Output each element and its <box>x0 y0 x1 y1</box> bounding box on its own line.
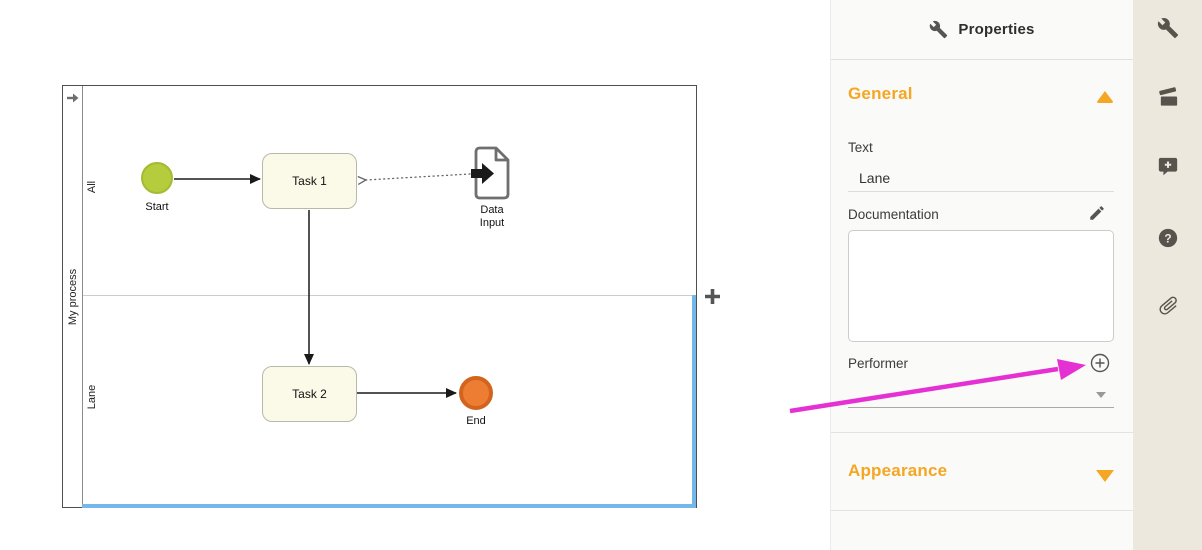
pool-label: My process <box>67 268 79 326</box>
edit-documentation-icon[interactable] <box>1088 204 1106 222</box>
lane-divider <box>83 295 696 296</box>
comments-tool-button[interactable] <box>1156 155 1180 179</box>
help-icon: ? <box>1158 228 1178 248</box>
lane-all-label: All <box>86 180 98 194</box>
section-appearance-header[interactable]: Appearance <box>848 461 948 480</box>
panel-title: Properties <box>958 21 1035 38</box>
add-lane-button[interactable] <box>703 287 722 306</box>
milestones-tool-button[interactable] <box>1156 85 1180 109</box>
attachments-tool-button[interactable] <box>1156 293 1180 317</box>
end-event[interactable] <box>459 376 493 410</box>
add-performer-button[interactable] <box>1090 353 1110 373</box>
pool-my-process[interactable]: My process All Lane <box>62 85 697 508</box>
comment-plus-icon <box>1158 157 1178 176</box>
task-2-label: Task 2 <box>292 387 327 401</box>
text-input[interactable] <box>848 164 1114 192</box>
svg-text:?: ? <box>1164 232 1171 246</box>
performer-field-label: Performer <box>848 356 909 371</box>
end-event-label: End <box>466 415 486 427</box>
text-field-label: Text <box>848 140 873 155</box>
properties-panel: Properties General Text Documentation Pe… <box>830 0 1133 550</box>
section-divider <box>831 510 1133 511</box>
documentation-textarea[interactable] <box>848 230 1114 342</box>
chevron-down-icon <box>1096 392 1106 398</box>
selected-lane-outline <box>82 295 696 508</box>
data-input-shape[interactable] <box>471 146 513 202</box>
expand-appearance-icon[interactable] <box>1096 470 1114 482</box>
task-1-label: Task 1 <box>292 174 327 188</box>
properties-tool-button[interactable] <box>1156 16 1180 40</box>
start-event[interactable] <box>141 162 173 194</box>
pool-label-band[interactable]: My process <box>63 86 83 507</box>
data-input-label: Data Input <box>479 204 505 229</box>
help-tool-button[interactable]: ? <box>1156 226 1180 250</box>
diagram-canvas[interactable]: My process All Lane Start Tas <box>0 0 830 550</box>
section-divider <box>831 432 1133 433</box>
wrench-icon <box>930 20 948 39</box>
paperclip-icon <box>1159 296 1177 315</box>
task-2[interactable]: Task 2 <box>262 366 357 422</box>
start-event-label: Start <box>145 201 169 213</box>
collapse-general-icon[interactable] <box>1096 91 1114 103</box>
wrench-icon <box>1157 18 1179 39</box>
right-toolbar: ? <box>1133 0 1202 550</box>
section-general-header[interactable]: General <box>848 84 913 103</box>
performer-select[interactable] <box>848 378 1114 408</box>
process-arrow-icon <box>67 93 79 103</box>
panel-header: Properties <box>831 0 1133 60</box>
clapperboard-icon <box>1158 86 1177 106</box>
documentation-field-label: Documentation <box>848 207 939 222</box>
task-1[interactable]: Task 1 <box>262 153 357 209</box>
